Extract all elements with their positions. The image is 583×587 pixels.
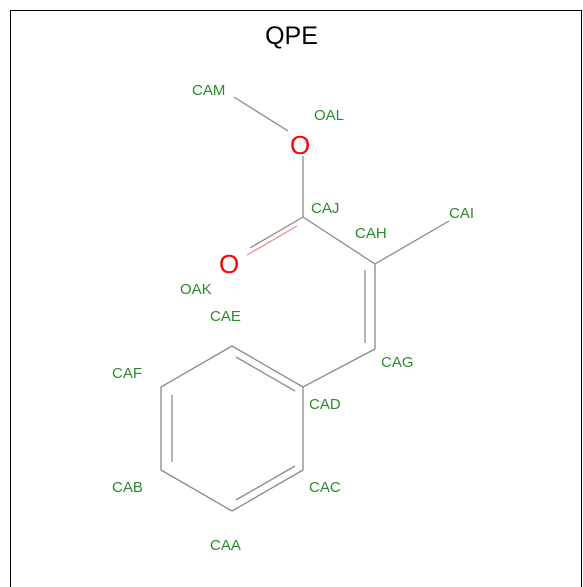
atom-label-oal: OAL bbox=[314, 107, 344, 124]
bond-caj-oak-a bbox=[249, 216, 304, 249]
atom-label-cai: CAI bbox=[449, 205, 474, 222]
molecule-title: QPE bbox=[265, 22, 318, 50]
atom-label-cah: CAH bbox=[355, 225, 387, 242]
ring-bond-caa-cac bbox=[231, 469, 304, 512]
atom-label-cab: CAB bbox=[112, 479, 143, 496]
atom-label-cam: CAM bbox=[192, 82, 225, 99]
oxygen-atom-oal: O bbox=[290, 130, 310, 160]
atom-label-caf: CAF bbox=[112, 365, 142, 382]
bond-cah-cai bbox=[374, 220, 450, 265]
atom-label-caj: CAJ bbox=[311, 200, 339, 217]
bond-cam-oal bbox=[233, 96, 289, 132]
oxygen-atom-oak: O bbox=[219, 249, 239, 279]
atom-label-cac: CAC bbox=[309, 479, 341, 496]
ring-bond-cae-caf bbox=[160, 345, 233, 388]
atom-label-cad: CAD bbox=[309, 396, 341, 413]
atom-label-cag: CAG bbox=[381, 354, 414, 371]
bond-cag-cad bbox=[302, 348, 376, 388]
viewer-frame bbox=[10, 10, 582, 587]
atom-label-cae: CAE bbox=[210, 308, 241, 325]
bond-caj-cah bbox=[302, 216, 376, 265]
atom-label-oak: OAK bbox=[180, 281, 212, 298]
ring-inner-3 bbox=[235, 465, 296, 501]
ring-bond-cab-caa bbox=[160, 469, 233, 512]
atom-label-caa: CAA bbox=[210, 537, 241, 554]
ring-inner-1 bbox=[235, 356, 296, 392]
ring-bond-cad-cae bbox=[231, 345, 304, 388]
bond-caj-oak-b bbox=[246, 225, 298, 256]
